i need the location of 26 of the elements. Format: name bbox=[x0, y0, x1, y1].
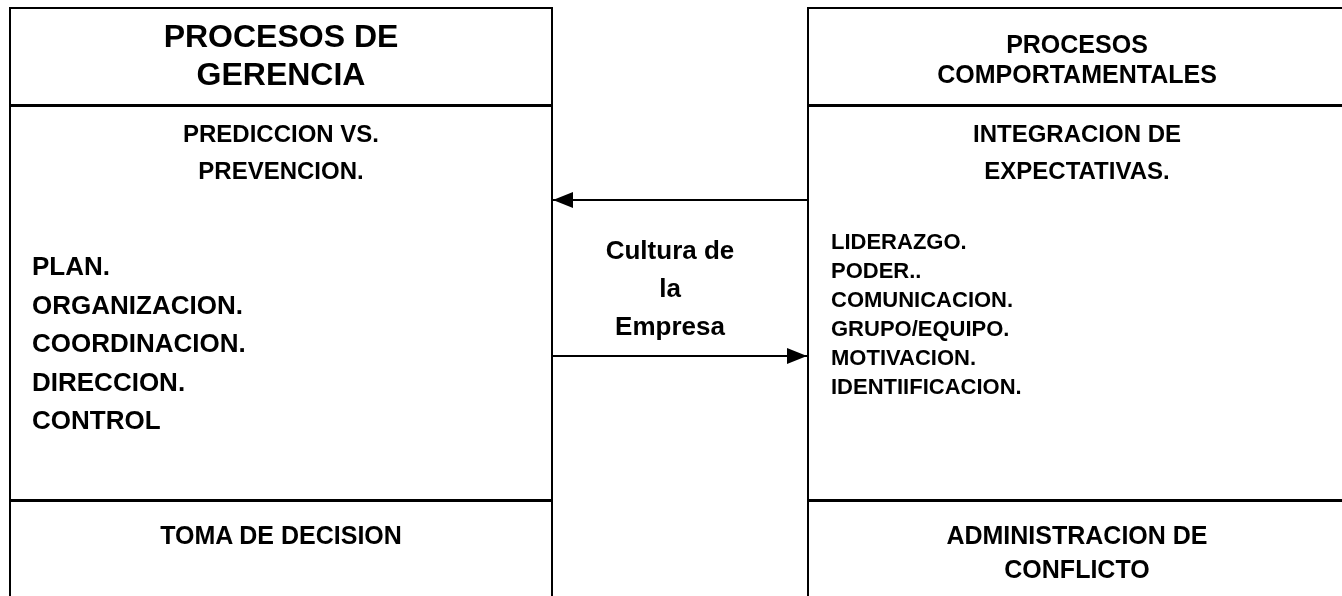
list-item: IDENTIIFICACION. bbox=[831, 373, 1022, 401]
list-item: ORGANIZACION. bbox=[32, 288, 243, 322]
list-item: COORDINACION. bbox=[32, 327, 246, 360]
list-item: PODER.. bbox=[831, 257, 922, 285]
list-item: COMUNICACION. bbox=[831, 286, 1014, 314]
list-item: CONTROL bbox=[32, 404, 161, 437]
list-item: LIDERAZGO. bbox=[831, 228, 967, 256]
arrow bbox=[552, 348, 808, 364]
section-heading: PROCESOS COMPORTAMENTALES bbox=[936, 29, 1218, 89]
list-item: PLAN. bbox=[32, 250, 110, 283]
section-heading: ADMINISTRACION DE CONFLICTO bbox=[945, 520, 1209, 585]
arrow bbox=[552, 192, 808, 208]
process-box bbox=[9, 500, 553, 596]
process-box bbox=[807, 500, 1342, 596]
process-box bbox=[9, 105, 553, 501]
list-item: MOTIVACION. bbox=[831, 344, 977, 372]
process-box bbox=[807, 105, 1342, 501]
list-item: DIRECCION. bbox=[32, 365, 186, 399]
center-label: Cultura de la Empresa bbox=[604, 234, 736, 343]
list-item: GRUPO/EQUIPO. bbox=[831, 315, 1010, 343]
section-heading: TOMA DE DECISION bbox=[159, 520, 403, 551]
section-heading: PROCESOS DE GERENCIA bbox=[162, 17, 400, 93]
process-box bbox=[807, 7, 1342, 106]
subheading: INTEGRACION DE EXPECTATIVAS. bbox=[972, 119, 1182, 186]
process-box bbox=[9, 7, 553, 106]
subheading: PREDICCION VS. PREVENCION. bbox=[182, 119, 380, 186]
